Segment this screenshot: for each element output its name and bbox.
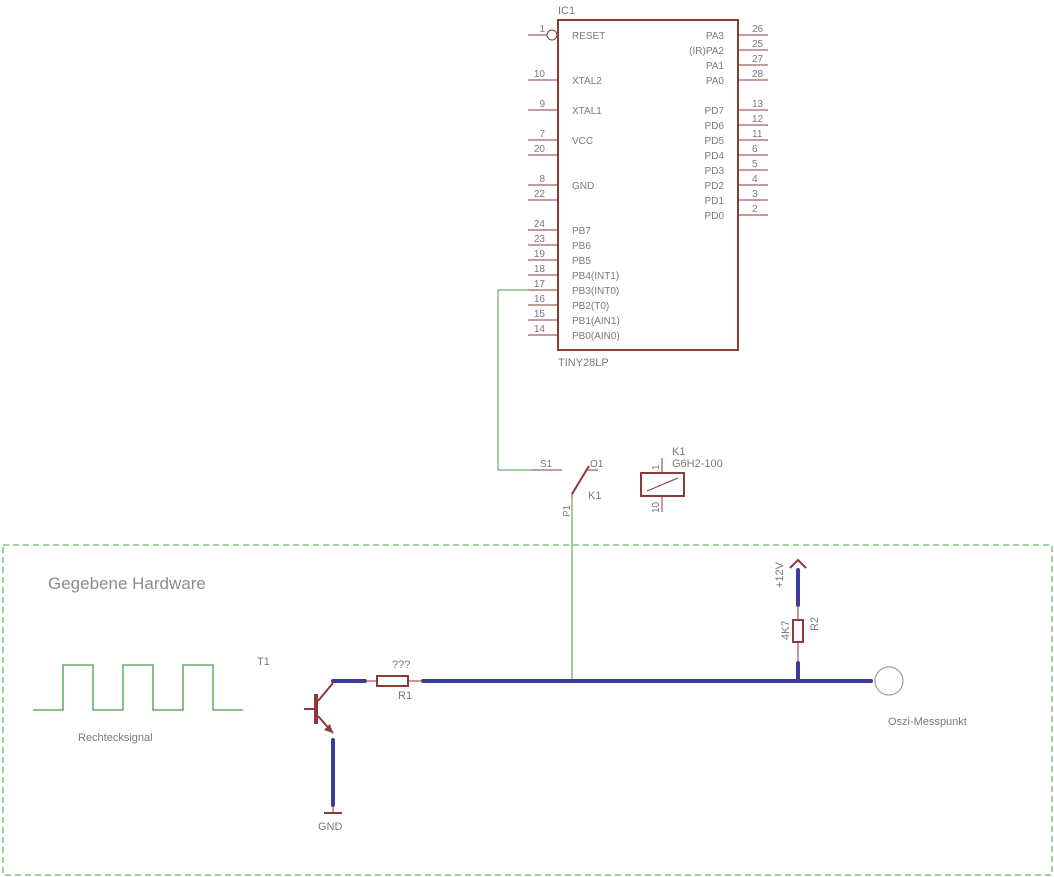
- ic1-left-pin-number: 24: [534, 219, 546, 230]
- ic1-left-pin-label: GND: [572, 181, 594, 192]
- ic1-right-pin-label: PD3: [705, 166, 725, 177]
- ic1-right-pin-number: 4: [752, 174, 758, 185]
- ic1-right-pins: 26PA325(IR)PA227PA128PA013PD712PD611PD56…: [689, 24, 768, 222]
- ic1-left-pin-number: 14: [534, 324, 546, 335]
- ic1-right-pin-label: (IR)PA2: [689, 46, 724, 57]
- supply-label: +12V: [774, 561, 786, 588]
- ic1-left-pin-label: PB4(INT1): [572, 271, 619, 282]
- ic1-value: TINY28LP: [558, 357, 609, 369]
- ic1-right-pin-number: 25: [752, 39, 764, 50]
- transistor-t1: T1: [257, 656, 334, 734]
- ic1-right-pin-number: 5: [752, 159, 758, 170]
- r2-value: 4K7: [780, 620, 792, 640]
- ground-symbol: GND: [318, 805, 343, 833]
- frame-title: Gegebene Hardware: [48, 574, 206, 593]
- ic1-right-pin-label: PD6: [705, 121, 725, 132]
- contact-pin-p1: P1: [562, 504, 573, 517]
- ic1-left-pin-number: 9: [539, 99, 545, 110]
- probe-circle-icon: [874, 666, 904, 696]
- ic1-left-pin-number: 23: [534, 234, 546, 245]
- ic1-left-pin-number: 19: [534, 249, 546, 260]
- r2-name: R2: [809, 617, 821, 631]
- ic1-left-pin-label: PB6: [572, 241, 591, 252]
- probe-label: Oszi-Messpunkt: [888, 716, 967, 728]
- ic1-right-pin-label: PA3: [706, 31, 725, 42]
- transistor-name: T1: [257, 656, 270, 668]
- ic1-left-pin-label: PB3(INT0): [572, 286, 619, 297]
- ic1-right-pin-label: PD4: [705, 151, 725, 162]
- ic1-left-pin-label: PB2(T0): [572, 301, 609, 312]
- ic1-left-pin-number: 20: [534, 144, 546, 155]
- ic1-right-pin-number: 13: [752, 99, 764, 110]
- contact-pin-o1: O1: [590, 459, 604, 470]
- ic1-left-pin-number: 7: [539, 129, 545, 140]
- transistor-collector: [317, 682, 334, 702]
- ic1-name: IC1: [558, 5, 575, 17]
- relay-coil-pin1: 1: [651, 464, 662, 470]
- ic1-left-pin-label: PB1(AIN1): [572, 316, 620, 327]
- ic1-right-pin-label: PD5: [705, 136, 725, 147]
- resistor-r2: 4K7 R2: [780, 568, 821, 683]
- ic1-left-pin-number: 15: [534, 309, 546, 320]
- relay-coil: K1 G6H2-100 1 10: [640, 446, 723, 513]
- ic1-left-pin-number: 17: [534, 279, 546, 290]
- reset-inversion-bubble: [546, 29, 558, 41]
- transistor-emitter-arrow: [324, 724, 333, 733]
- ground-label: GND: [318, 821, 343, 833]
- ic1-left-pin-number: 16: [534, 294, 546, 305]
- ic1-left-pin-label: PB0(AIN0): [572, 331, 620, 342]
- relay-contact: S1 O1 K1 P1: [532, 459, 604, 517]
- relay-name: K1: [672, 446, 685, 458]
- r1-name: R1: [398, 690, 412, 702]
- r2-body: [792, 619, 804, 643]
- ic1-right-pin-label: PA1: [706, 61, 725, 72]
- ic1-left-pin-number: 18: [534, 264, 546, 275]
- ic1-left-pin-label: XTAL1: [572, 106, 602, 117]
- r1-value: ???: [392, 659, 410, 671]
- ic1-right-pin-number: 3: [752, 189, 758, 200]
- ic1-left-pin-label: XTAL2: [572, 76, 602, 87]
- hardware-frame: [2, 544, 1053, 876]
- ic1-right-pin-number: 2: [752, 204, 758, 215]
- wire-pb3-to-s1: [497, 289, 532, 471]
- resistor-r1: ??? R1: [365, 659, 423, 702]
- ic1-left-pin-number: 10: [534, 69, 546, 80]
- ic1-right-pin-label: PD0: [705, 211, 725, 222]
- relay-coil-pin10: 10: [651, 501, 662, 513]
- contact-switch-arm: [571, 465, 590, 495]
- ic1-right-pin-number: 11: [752, 129, 763, 140]
- contact-label-k1: K1: [588, 490, 601, 502]
- ic1-right-pin-number: 12: [752, 114, 764, 125]
- ic1-left-pin-number: 8: [539, 174, 545, 185]
- ic1-left-pin-number: 22: [534, 189, 546, 200]
- ic1-right-pin-label: PA0: [706, 76, 725, 87]
- ic1-right-pin-label: PD1: [705, 196, 725, 207]
- ic1-left-pin-label: RESET: [572, 31, 605, 42]
- ic1-right-pin-number: 28: [752, 69, 764, 80]
- supply-12v: +12V: [774, 558, 807, 588]
- signal-label: Rechtecksignal: [78, 732, 153, 744]
- ic1-left-pin-label: PB5: [572, 256, 591, 267]
- r1-body: [376, 675, 409, 687]
- square-wave-signal: [33, 664, 243, 711]
- oscilloscope-probe: Oszi-Messpunkt: [874, 666, 967, 728]
- supply-arrow-icon: [789, 558, 807, 569]
- ic1-right-pin-label: PD2: [705, 181, 725, 192]
- ic1-right-pin-number: 6: [752, 144, 758, 155]
- ic1-right-pin-number: 27: [752, 54, 764, 65]
- ic1-left-pin-number: 1: [539, 24, 545, 35]
- relay-coil-diagonal: [646, 477, 679, 492]
- contact-pin-s1: S1: [540, 459, 553, 470]
- ic1-right-pin-number: 26: [752, 24, 764, 35]
- ic1-left-pin-label: VCC: [572, 136, 593, 147]
- ic1-right-pin-label: PD7: [705, 106, 725, 117]
- relay-value: G6H2-100: [672, 458, 723, 470]
- ic1-left-pin-label: PB7: [572, 226, 591, 237]
